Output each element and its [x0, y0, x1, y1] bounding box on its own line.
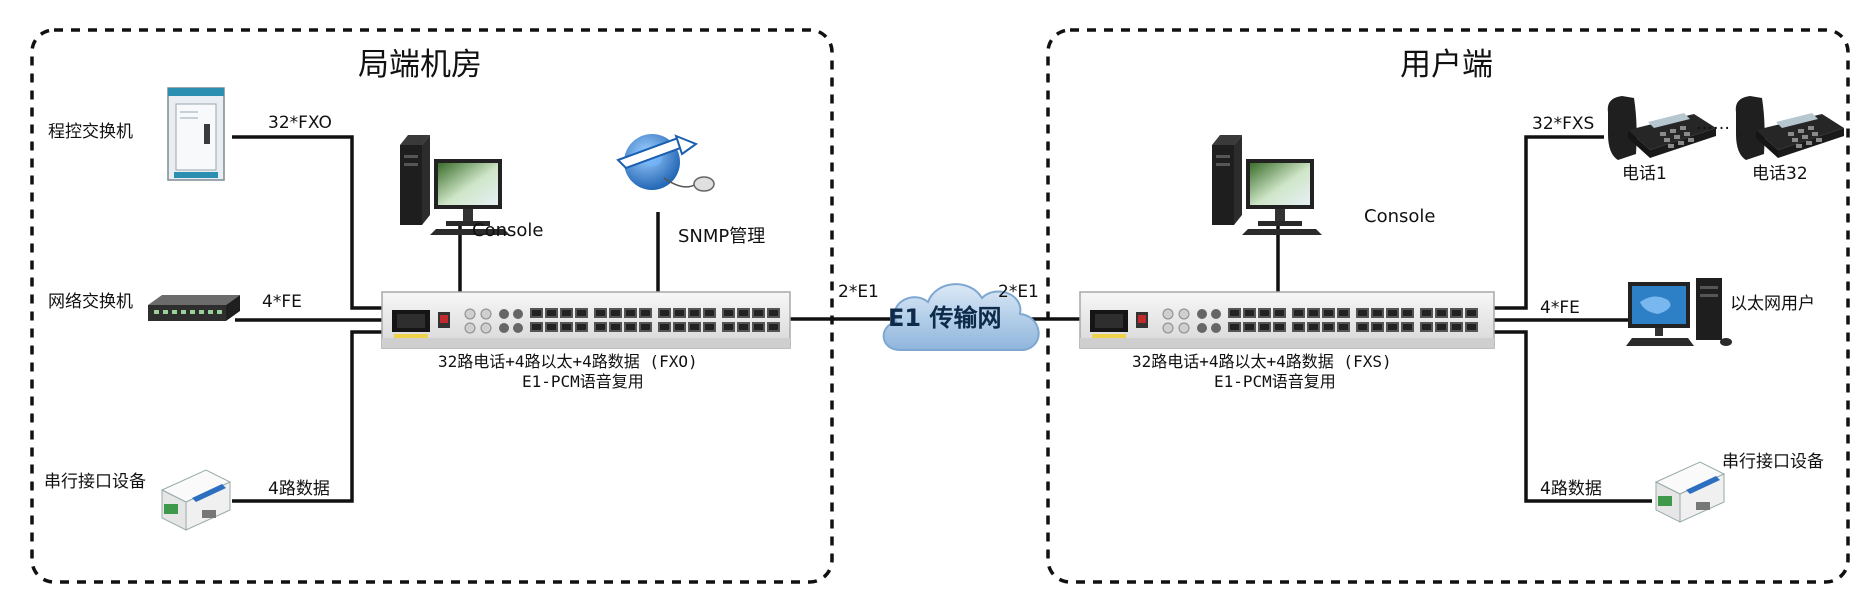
pbx-connection-line — [232, 135, 382, 310]
user-console-label: Console — [1364, 206, 1436, 227]
snmp-globe-icon — [616, 134, 715, 192]
rack-mux-icon — [1079, 291, 1495, 349]
office-e1-link-label: 2*E1 — [838, 282, 879, 302]
phone-connection-line — [1494, 135, 1604, 310]
user-serial-link-label: 4路数据 — [1540, 479, 1602, 499]
serial-converter-icon — [1654, 461, 1726, 523]
serial-label: 串行接口设备 — [44, 472, 146, 492]
desk-phone-icon — [1607, 96, 1716, 160]
desk-phone-icon — [1735, 96, 1844, 160]
desktop-pc-icon — [400, 135, 510, 235]
user-mux-caption-2: E1-PCM语音复用 — [1214, 372, 1336, 391]
console-label: Console — [472, 220, 544, 241]
snmp-label: SNMP管理 — [678, 226, 766, 247]
cloud-label: E1 传输网 — [888, 304, 1002, 332]
phone1-label: 电话1 — [1622, 164, 1667, 184]
user-serial-connection-line — [1494, 330, 1652, 503]
user-serial-label: 串行接口设备 — [1722, 452, 1824, 472]
network-switch-icon — [148, 295, 240, 321]
ethernet-link-label: 4*FE — [1540, 298, 1580, 318]
serial-converter-icon — [160, 469, 232, 531]
cloud-icon — [882, 283, 1040, 351]
server-cabinet-icon — [167, 87, 225, 181]
user-section-title: 用户端 — [1400, 47, 1493, 83]
pbx-link-label: 32*FXO — [268, 113, 332, 133]
serial-connection-line — [232, 330, 382, 503]
phone-ellipsis: …… — [1696, 114, 1730, 134]
office-mux-caption-1: 32路电话+4路以太+4路数据 (FXO) — [438, 352, 698, 371]
pbx-label: 程控交换机 — [48, 122, 133, 142]
switch-label: 网络交换机 — [48, 292, 133, 312]
serial-link-label: 4路数据 — [268, 479, 330, 499]
office-section-title: 局端机房 — [358, 47, 482, 83]
switch-link-label: 4*FE — [262, 292, 302, 312]
rack-mux-icon — [381, 291, 791, 349]
ethernet-user-label: 以太网用户 — [1730, 294, 1815, 314]
desktop-pc-icon — [1626, 278, 1732, 346]
office-section-frame — [30, 28, 834, 584]
phone32-label: 电话32 — [1752, 164, 1808, 184]
user-mux-caption-1: 32路电话+4路以太+4路数据 (FXS) — [1132, 352, 1392, 371]
desktop-pc-icon — [1212, 135, 1322, 235]
user-e1-link-label: 2*E1 — [998, 282, 1039, 302]
user-section-frame — [1046, 28, 1850, 584]
phone-link-label: 32*FXS — [1532, 114, 1595, 134]
office-mux-caption-2: E1-PCM语音复用 — [522, 372, 644, 391]
